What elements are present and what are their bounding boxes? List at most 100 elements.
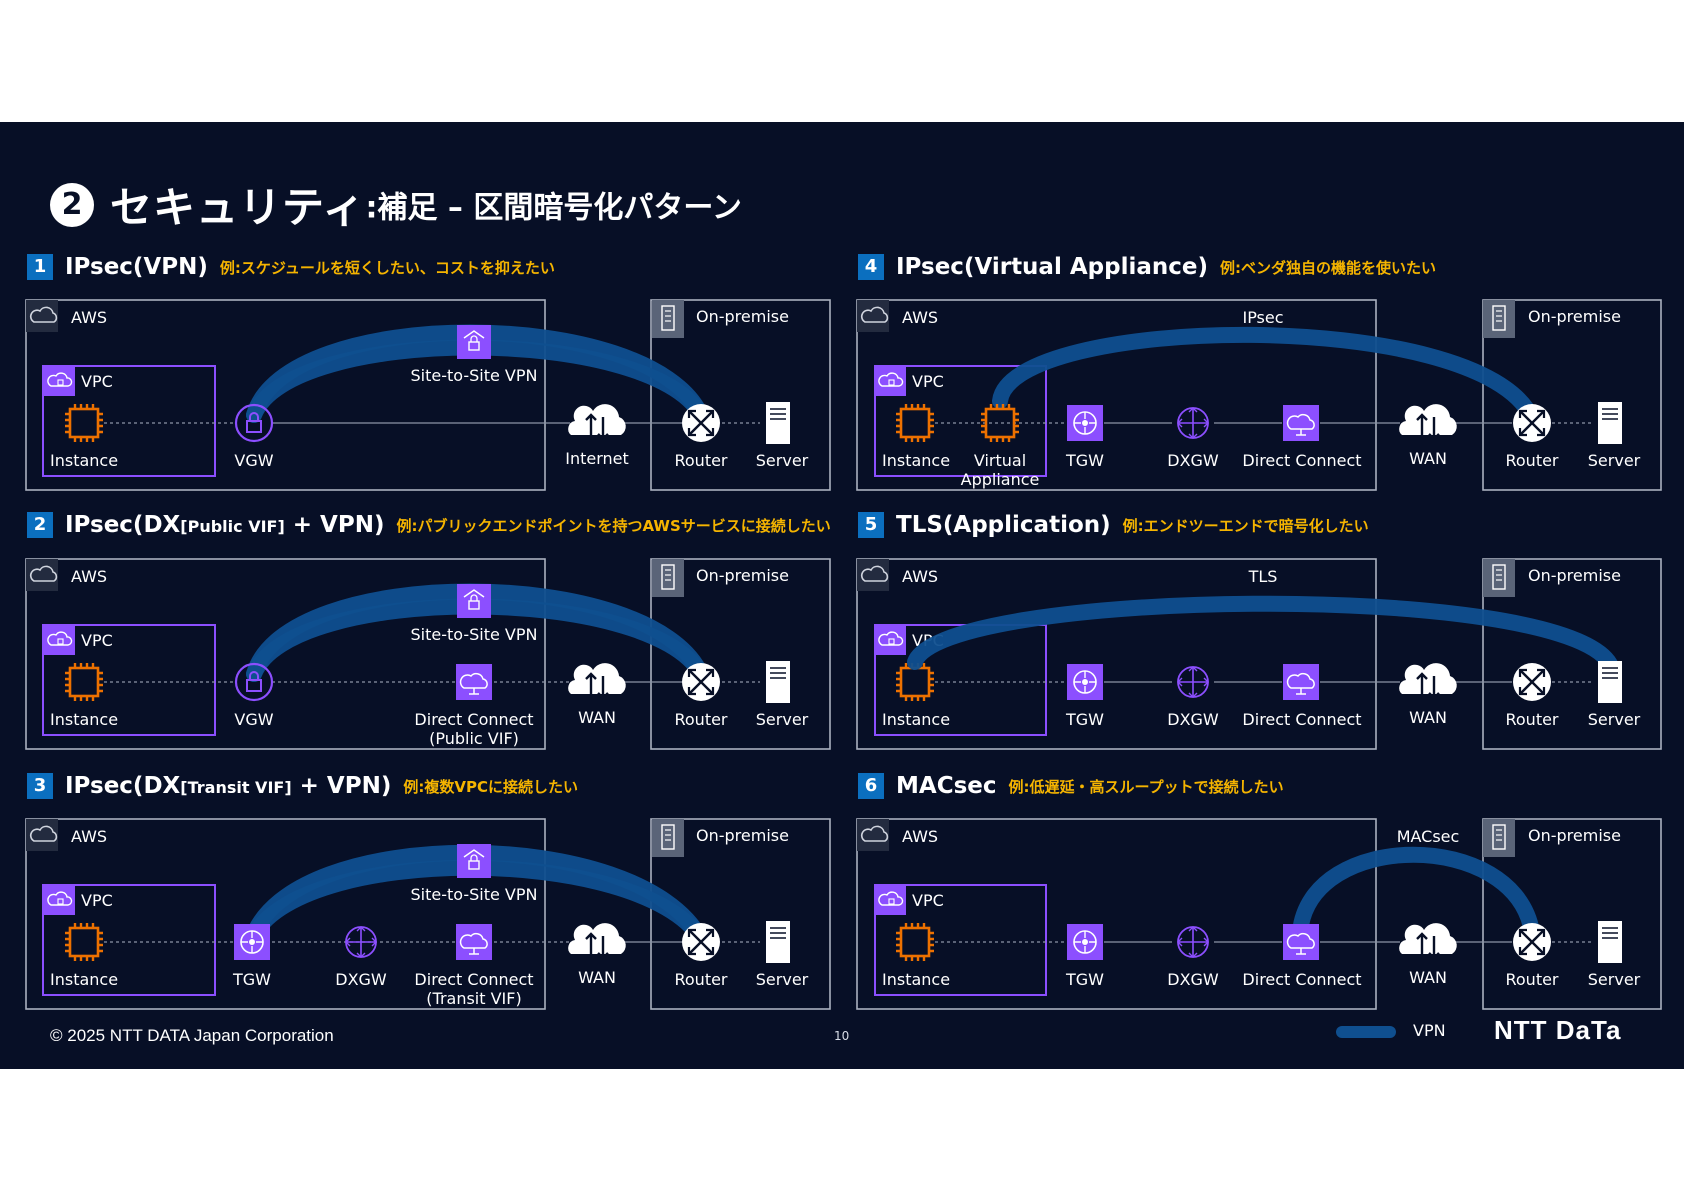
aws-frame xyxy=(856,299,1377,491)
wan-icon xyxy=(1397,921,1458,960)
vpc-box xyxy=(42,365,216,477)
aws-frame xyxy=(856,818,1377,1010)
vpc-icon xyxy=(873,624,907,656)
router-icon xyxy=(680,402,722,444)
section-number: 4 xyxy=(858,254,884,280)
section-example: 例:エンドツーエンドで暗号化したい xyxy=(1122,516,1369,535)
onprem-label: On-premise xyxy=(1528,566,1621,585)
instance-label: Instance xyxy=(882,970,950,989)
server-icon xyxy=(765,920,791,964)
section-number: 5 xyxy=(858,512,884,538)
building-icon xyxy=(1482,818,1516,858)
title-sub: :補足 – 区間暗号化パターン xyxy=(365,190,742,226)
server-icon xyxy=(1597,660,1623,704)
vpc-icon xyxy=(42,884,76,916)
wan-icon xyxy=(1397,402,1458,441)
router-icon xyxy=(680,921,722,963)
wan-icon xyxy=(1397,661,1458,700)
legend-vpn-label: VPN xyxy=(1413,1021,1446,1040)
direct-connect-icon xyxy=(1282,663,1320,701)
dxgw-label: DXGW xyxy=(335,970,387,989)
ipsec-label: IPsec xyxy=(1242,308,1283,327)
section-header-1: 1 IPsec(VPN) 例:スケジュールを短くしたい、コストを抑えたい xyxy=(27,254,555,280)
building-icon xyxy=(1482,558,1516,598)
tgw-icon xyxy=(1066,923,1104,961)
onprem-frame xyxy=(1482,818,1662,1010)
tgw-label: TGW xyxy=(232,970,271,989)
aws-frame xyxy=(856,558,1377,750)
instance-label: Instance xyxy=(882,710,950,729)
aws-frame xyxy=(25,818,546,1010)
vpc-label: VPC xyxy=(912,372,944,391)
onprem-frame xyxy=(1482,558,1662,750)
instance-label: Instance xyxy=(882,451,950,470)
direct-connect-label: Direct Connect xyxy=(414,970,533,989)
section-title-main: IPsec(DX xyxy=(65,773,181,799)
tgw-icon xyxy=(1066,404,1104,442)
vpc-box xyxy=(874,365,1047,477)
virtual-appliance-icon xyxy=(979,402,1021,444)
section-title-end: + VPN) xyxy=(284,512,385,538)
site-to-site-vpn-label: Site-to-Site VPN xyxy=(411,885,538,904)
server-icon xyxy=(765,401,791,445)
router-label: Router xyxy=(674,970,727,989)
router-label: Router xyxy=(674,710,727,729)
tgw-icon xyxy=(1066,663,1104,701)
wan-icon xyxy=(566,921,627,960)
title-number-badge: 2 xyxy=(50,182,94,227)
section-title-end: + VPN) xyxy=(291,773,392,799)
dxgw-icon xyxy=(345,926,377,958)
vpc-icon xyxy=(873,884,907,916)
section-header-5: 5 TLS(Application) 例:エンドツーエンドで暗号化したい xyxy=(858,512,1369,538)
site-to-site-vpn-label: Site-to-Site VPN xyxy=(411,625,538,644)
vpc-box xyxy=(874,884,1047,996)
wan-label: WAN xyxy=(1409,449,1447,468)
router-icon xyxy=(1511,921,1553,963)
section-title: IPsec(DX[Public VIF] + VPN) xyxy=(65,512,384,538)
direct-connect-label: Direct Connect xyxy=(1242,451,1361,470)
server-icon xyxy=(765,660,791,704)
wan-label: WAN xyxy=(578,968,616,987)
direct-connect-icon xyxy=(1282,923,1320,961)
instance-label: Instance xyxy=(50,710,118,729)
vgw-label: VGW xyxy=(234,451,273,470)
onprem-label: On-premise xyxy=(1528,307,1621,326)
server-label: Server xyxy=(756,970,809,989)
onprem-label: On-premise xyxy=(1528,826,1621,845)
instance-icon xyxy=(63,402,105,444)
instance-label: Instance xyxy=(50,970,118,989)
section-title: IPsec(VPN) xyxy=(65,254,208,280)
appliance-label: Appliance xyxy=(961,470,1040,489)
tgw-label: TGW xyxy=(1065,451,1104,470)
vpc-box xyxy=(42,624,216,736)
instance-icon xyxy=(894,402,936,444)
direct-connect-label: Direct Connect xyxy=(414,710,533,729)
aws-label: AWS xyxy=(902,567,938,586)
site-to-site-vpn-icon xyxy=(456,843,492,879)
section-title-main: IPsec(DX xyxy=(65,512,181,538)
onprem-label: On-premise xyxy=(696,307,789,326)
vpc-icon xyxy=(42,365,76,397)
site-to-site-vpn-icon xyxy=(456,583,492,619)
aws-label: AWS xyxy=(71,827,107,846)
legend-vpn-swatch xyxy=(1336,1026,1396,1038)
section-number: 6 xyxy=(858,773,884,799)
aws-label: AWS xyxy=(71,308,107,327)
onprem-frame xyxy=(650,818,831,1010)
building-icon xyxy=(651,558,685,598)
direct-connect-icon xyxy=(455,923,493,961)
onprem-label: On-premise xyxy=(696,566,789,585)
vpc-label: VPC xyxy=(81,372,113,391)
server-icon xyxy=(1597,920,1623,964)
page-number: 10 xyxy=(834,1029,850,1043)
server-label: Server xyxy=(1588,710,1641,729)
section-number: 3 xyxy=(27,773,53,799)
brand-logo: NTT DaTa xyxy=(1494,1015,1622,1045)
vgw-label: VGW xyxy=(234,710,273,729)
server-icon xyxy=(1597,401,1623,445)
